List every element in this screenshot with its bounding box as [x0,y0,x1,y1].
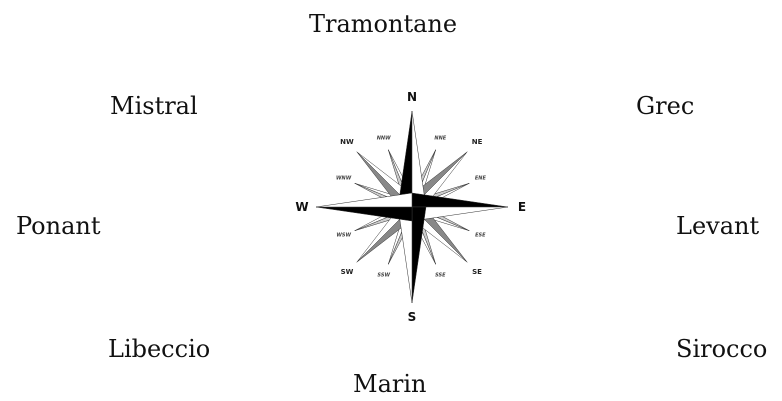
minor-label-ssw: SSW [377,272,390,278]
wind-label-east: Levant [676,212,760,240]
intercardinal-label-se: SE [472,268,482,276]
minor-label-nne: NNE [434,136,446,142]
intercardinal-label-ne: NE [472,138,483,146]
wind-label-southeast: Sirocco [676,335,768,363]
wind-label-southwest: Libeccio [108,335,211,363]
intercardinal-label-sw: SW [341,268,354,276]
wind-label-south: Marin [353,370,427,398]
cardinal-label-s: S [408,310,417,324]
minor-label-wsw: WSW [336,232,351,238]
minor-label-nnw: NNW [377,136,391,142]
cardinal-label-e: E [518,200,526,214]
wind-label-north: Tramontane [309,10,458,38]
wind-label-northwest: Mistral [110,92,198,120]
wind-label-northeast: Grec [636,92,695,120]
minor-label-wnw: WNW [336,176,352,182]
cardinal-point-w [315,192,413,222]
wind-label-west: Ponant [16,212,101,240]
minor-label-sse: SSE [435,272,446,278]
cardinal-label-n: N [407,90,417,104]
minor-label-ene: ENE [475,176,487,182]
cardinal-point-n [397,110,427,208]
cardinal-point-e [411,192,509,222]
cardinal-point-s [397,206,427,304]
intercardinal-label-nw: NW [340,138,354,146]
cardinal-label-w: W [295,200,308,214]
minor-label-ese: ESE [475,232,486,238]
